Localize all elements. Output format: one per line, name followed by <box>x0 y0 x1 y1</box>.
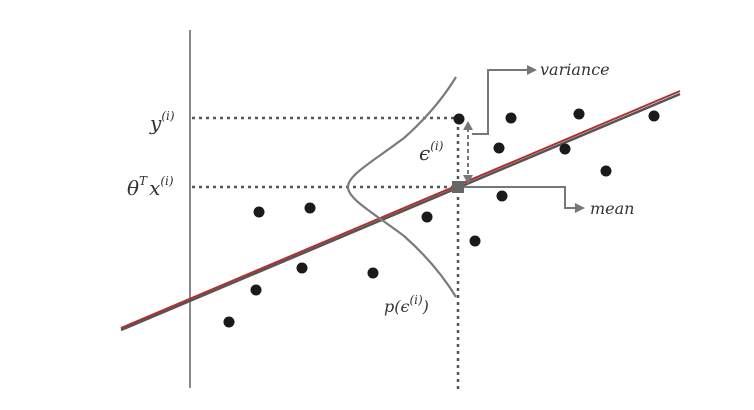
data-point <box>421 211 433 223</box>
data-point <box>250 284 262 296</box>
epsilon-label: ϵ(i) <box>419 139 444 165</box>
data-point <box>453 113 465 125</box>
y-label: y(i) <box>149 109 175 135</box>
epsilon-arrow-head-up <box>463 121 473 130</box>
data-point <box>493 142 505 154</box>
data-point <box>253 206 265 218</box>
data-point <box>505 112 517 124</box>
mean-marker <box>452 181 464 193</box>
variance-arrow-head <box>527 65 537 75</box>
variance-arrow <box>472 69 528 135</box>
data-point <box>296 262 308 274</box>
data-point <box>559 143 571 155</box>
variance-label: variance <box>540 60 610 79</box>
epsilon-arrow-head-down <box>463 175 473 184</box>
data-point <box>648 110 660 122</box>
gaussian-curve <box>346 76 457 298</box>
data-point <box>304 202 316 214</box>
density-label: p(ϵ(i)) <box>384 293 429 316</box>
data-point <box>496 190 508 202</box>
fit-line-shadow <box>120 92 681 332</box>
data-point <box>469 235 481 247</box>
data-point <box>600 165 612 177</box>
data-point <box>573 108 585 120</box>
data-points <box>223 108 660 328</box>
mean-arrow-head <box>575 203 585 213</box>
mean-arrow <box>464 186 575 209</box>
data-point <box>223 316 235 328</box>
mean-label: mean <box>590 199 634 218</box>
fit-line <box>120 90 681 329</box>
data-point <box>367 267 379 279</box>
